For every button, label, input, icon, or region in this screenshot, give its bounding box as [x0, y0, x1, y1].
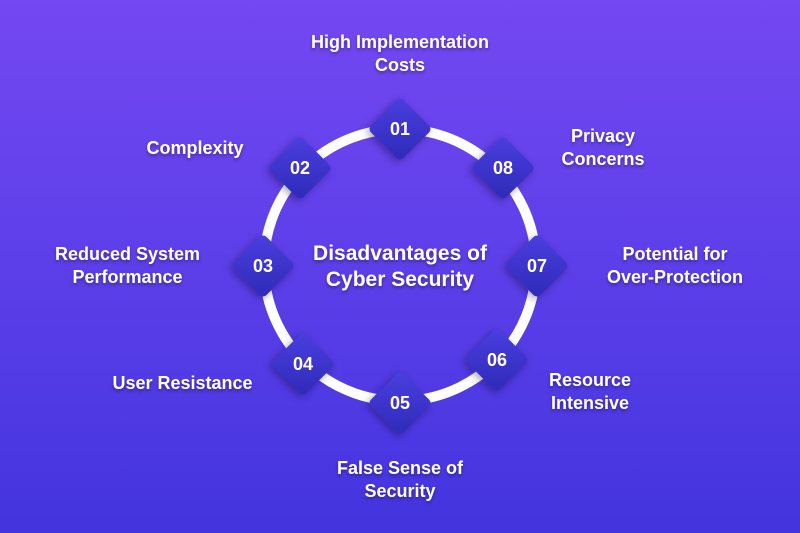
label-07-line-1: Potential for	[622, 244, 728, 264]
label-05: False Sense of Security	[300, 457, 500, 503]
node-04-number: 04	[292, 354, 314, 374]
label-07-line-2: Over-Protection	[606, 267, 744, 287]
label-02: Complexity	[100, 137, 290, 160]
label-01: High Implementation Costs	[280, 31, 520, 77]
label-02-line-1: Complexity	[146, 138, 244, 158]
node-06-number: 06	[486, 350, 508, 370]
node-05-number: 05	[389, 393, 411, 413]
diagram-title: Disadvantages of Cyber Security	[290, 241, 510, 293]
label-03: Reduced System Performance	[30, 243, 225, 289]
label-01-line-1: High Implementation	[310, 32, 489, 52]
label-01-line-2: Costs	[374, 55, 425, 75]
node-03-number: 03	[252, 256, 274, 276]
node-07-number: 07	[526, 256, 548, 276]
label-08-line-1: Privacy	[570, 126, 636, 146]
diagram-title-line-2: Cyber Security	[325, 268, 475, 291]
label-08: Privacy Concerns	[548, 125, 658, 171]
node-01-number: 01	[389, 119, 411, 139]
label-06-line-1: Resource	[548, 370, 632, 390]
label-06-line-2: Intensive	[550, 393, 630, 413]
node-02-number: 02	[289, 158, 311, 178]
label-07: Potential for Over-Protection	[585, 243, 765, 289]
node-08-number: 08	[492, 158, 514, 178]
diagram-title-line-1: Disadvantages of	[313, 242, 487, 265]
label-04-line-1: User Resistance	[112, 373, 253, 393]
label-06: Resource Intensive	[530, 369, 650, 415]
label-08-line-2: Concerns	[561, 149, 645, 169]
label-03-line-2: Performance	[72, 267, 183, 287]
label-05-line-2: Security	[364, 481, 436, 501]
label-04: User Resistance	[90, 372, 275, 395]
label-03-line-1: Reduced System	[54, 244, 201, 264]
label-05-line-1: False Sense of	[336, 458, 464, 478]
